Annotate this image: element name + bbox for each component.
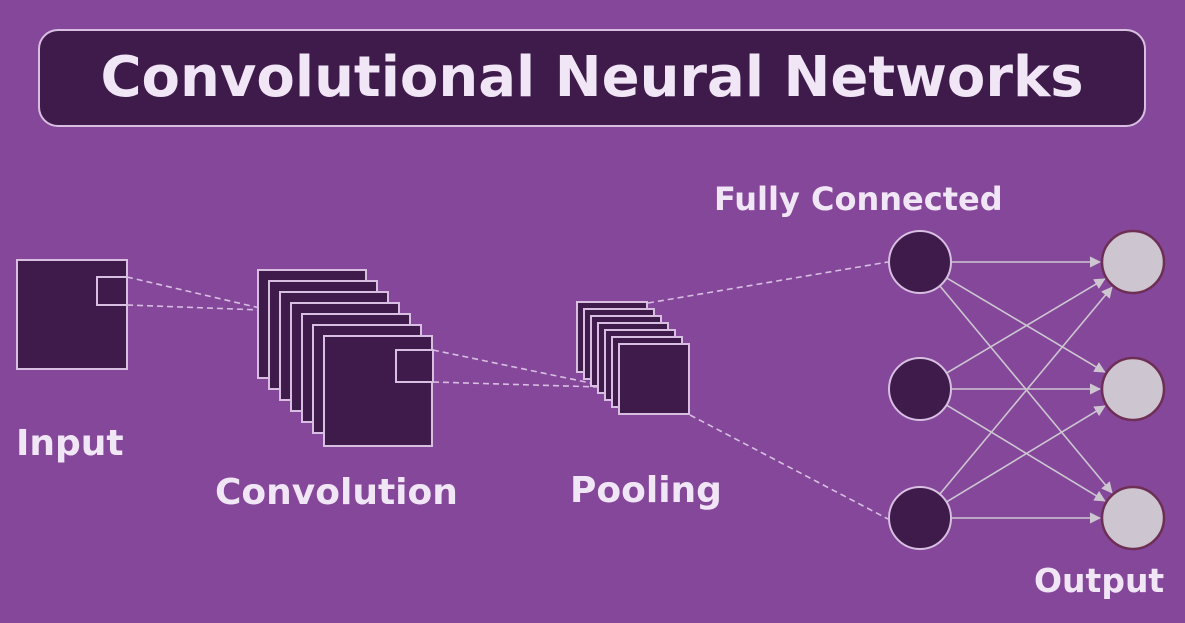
dash-pool-fc-bottom <box>689 414 889 520</box>
convolution-label: Convolution <box>215 472 458 513</box>
fc-connection <box>939 286 1113 495</box>
hidden-node <box>888 230 952 294</box>
fc-connection <box>946 277 1106 373</box>
convolution-stack <box>257 269 434 447</box>
fully-connected-edges <box>939 256 1113 524</box>
fully-connected-nodes <box>888 229 1166 551</box>
output-node <box>1100 356 1166 422</box>
dash-conv-pool-bottom <box>432 381 601 388</box>
connection-dashes <box>126 261 889 520</box>
dash-conv-pool-top <box>432 349 601 386</box>
dash-input-conv-bottom <box>126 304 261 311</box>
output-node <box>1100 229 1166 295</box>
dash-pool-fc-top <box>647 261 889 304</box>
dash-input-conv-top <box>126 276 261 309</box>
input-kernel-window <box>96 276 128 306</box>
output-node <box>1100 485 1166 551</box>
input-label: Input <box>16 423 124 464</box>
input-block <box>16 259 128 370</box>
output-label: Output <box>1034 561 1165 600</box>
fc-connection <box>946 278 1106 374</box>
pool-feature-map <box>618 343 690 415</box>
hidden-node <box>888 486 952 550</box>
fc-connection <box>946 405 1106 503</box>
fully-connected-label: Fully Connected <box>714 180 1003 218</box>
pooling-stack <box>576 301 690 415</box>
fc-connection <box>946 404 1106 502</box>
conv-kernel-window <box>395 349 434 383</box>
title-banner: Convolutional Neural Networks <box>38 29 1146 127</box>
page-title: Convolutional Neural Networks <box>100 45 1084 110</box>
pooling-label: Pooling <box>570 470 722 511</box>
hidden-node <box>888 357 952 421</box>
